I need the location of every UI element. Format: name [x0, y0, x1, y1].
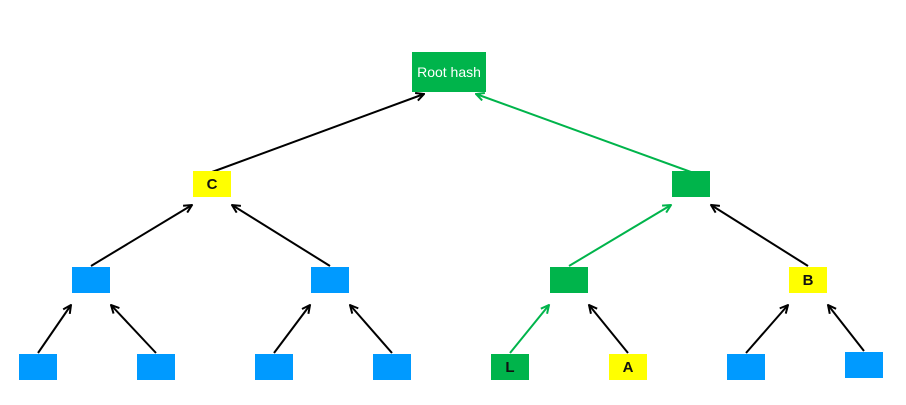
edge-leaf_7-to-l2_4	[745, 305, 788, 354]
hash-node-right-level1	[672, 171, 710, 197]
edge-leaf_3-to-l2_2	[273, 305, 310, 354]
hash-node-c: C	[193, 171, 231, 197]
leaf-node-3	[255, 354, 293, 380]
edge-l2_4-to-l1_right	[711, 205, 809, 267]
leaf-node-a-label: A	[622, 358, 634, 376]
hash-node-level2-2	[311, 267, 349, 293]
leaf-node-7	[727, 354, 765, 380]
leaf-node-l-label: L	[505, 358, 515, 376]
leaf-node-2	[137, 354, 175, 380]
edge-leaf_1-to-l2_1	[37, 305, 71, 354]
edge-leaf_4-to-l2_2	[350, 305, 393, 354]
leaf-node-1	[19, 354, 57, 380]
hash-node-b-label: B	[802, 271, 814, 289]
edge-l2_2-to-l1_left	[232, 205, 331, 267]
leaf-node-4	[373, 354, 411, 380]
edge-leaf_5-to-l2_3	[509, 305, 549, 354]
edge-l2_3-to-l1_right	[568, 205, 671, 267]
edge-leaf_8-to-l2_4	[828, 305, 865, 352]
leaf-node-8	[845, 352, 883, 378]
edge-l1_left-to-root	[211, 94, 424, 173]
edge-leaf_6-to-l2_3	[589, 305, 629, 354]
hash-node-b: B	[789, 267, 827, 293]
edge-leaf_2-to-l2_1	[111, 305, 157, 354]
hash-node-c-label: C	[206, 175, 218, 193]
leaf-node-l: L	[491, 354, 529, 380]
edge-l1_right-to-root	[476, 94, 692, 173]
root-hash-node: Root hash	[412, 52, 486, 92]
root-hash-label: Root hash	[417, 64, 481, 80]
leaf-node-a: A	[609, 354, 647, 380]
edge-l2_1-to-l1_left	[90, 205, 192, 267]
hash-node-level2-3	[550, 267, 588, 293]
hash-node-level2-1	[72, 267, 110, 293]
